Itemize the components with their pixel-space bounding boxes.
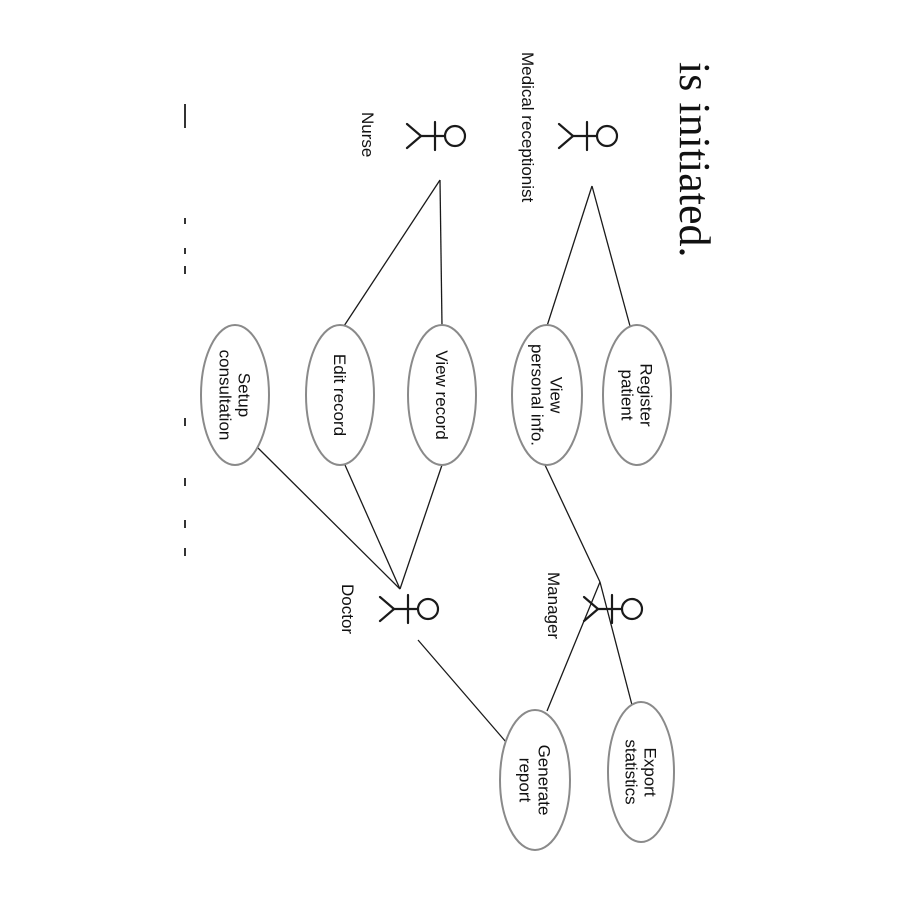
use-case-label: Generatereport [516,745,554,816]
association-nurse-view-record [439,179,443,327]
association-doctor-setup [254,444,401,590]
stick-figure-icon [582,593,644,625]
actor-doctor[interactable]: Doctor [338,584,440,634]
stick-figure-icon [557,120,619,152]
stick-figure-icon [405,120,467,152]
association-manager-view-personal [544,464,601,583]
use-case-label-line: Generate [535,745,554,816]
use-case-ellipse [200,324,270,466]
use-case-edit-record[interactable]: Edit record [305,324,375,466]
stick-figure-icon [378,593,440,625]
use-case-setup[interactable]: Setupconsultation [200,324,270,466]
use-case-label-line: report [516,758,535,803]
actor-label: Doctor [338,584,357,634]
use-case-ellipse [305,324,375,466]
association-lines [254,179,633,743]
actor-label: Manager [544,572,563,639]
use-case-label-line: patient [618,369,637,420]
use-case-view-record[interactable]: View record [407,324,477,466]
use-case-label: View record [432,350,451,439]
association-doctor-view-record [399,464,443,590]
use-case-label-line: Export [641,747,660,796]
actor-nurse[interactable]: Nurse [358,112,467,157]
use-case-label-line: View [547,377,566,414]
use-case-label-line: View record [432,350,451,439]
use-case-label: Edit record [330,354,349,436]
use-case-label-line: statistics [622,739,641,804]
actor-label: Medical receptionist [518,52,537,203]
actor-manager[interactable]: Manager [544,572,644,639]
use-case-export[interactable]: Exportstatistics [607,701,675,843]
use-case-ellipse [511,324,583,466]
use-case-ellipse [407,324,477,466]
actor-receptionist[interactable]: Medical receptionist [518,52,619,203]
association-receptionist-register [591,185,631,327]
use-case-view-personal[interactable]: Viewpersonal info. [511,324,583,466]
use-case-label: Exportstatistics [622,739,660,804]
use-case-label-line: Register [637,363,656,427]
use-case-label-line: consultation [216,350,235,441]
use-case-label-line: personal info. [528,344,547,446]
use-case-register[interactable]: Registerpatient [602,324,672,466]
use-case-ellipse [607,701,675,843]
use-case-label-line: Setup [235,373,254,417]
use-case-ellipse [602,324,672,466]
association-doctor-edit-record [344,464,401,590]
association-receptionist-view-personal [546,185,593,327]
use-case-label: Viewpersonal info. [528,344,566,446]
association-doctor-generate [417,639,507,743]
actor-label: Nurse [358,112,377,157]
association-nurse-edit-record [343,179,441,327]
association-manager-export [599,581,633,706]
use-case-ellipse [499,709,571,851]
page-heading-fragment: is initiated. [670,62,719,258]
use-case-label: Setupconsultation [216,350,254,441]
use-case-label: Registerpatient [618,363,656,427]
use-case-label-line: Edit record [330,354,349,436]
use-case-generate[interactable]: Generatereport [499,709,571,851]
